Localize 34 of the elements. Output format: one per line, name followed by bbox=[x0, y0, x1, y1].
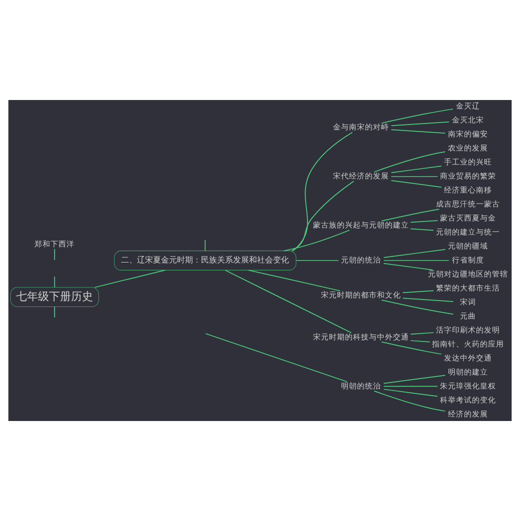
connector bbox=[224, 269, 352, 333]
connector bbox=[410, 340, 430, 342]
connector bbox=[54, 306, 56, 318]
connector bbox=[284, 229, 350, 251]
connector bbox=[383, 248, 446, 258]
connector bbox=[94, 269, 166, 288]
connector bbox=[381, 299, 454, 314]
connector bbox=[374, 390, 446, 412]
connector bbox=[402, 290, 434, 293]
connector bbox=[410, 228, 434, 230]
node-box: 七年级下册历史 bbox=[10, 286, 99, 306]
connector bbox=[410, 220, 438, 222]
connector bbox=[54, 248, 56, 260]
connector bbox=[54, 276, 56, 288]
connector bbox=[390, 180, 442, 188]
connector bbox=[381, 108, 454, 124]
connector bbox=[381, 341, 442, 354]
connector bbox=[390, 176, 438, 177]
connector bbox=[410, 332, 434, 334]
connector bbox=[383, 388, 438, 396]
connector bbox=[383, 262, 434, 270]
connector bbox=[383, 374, 446, 384]
connector bbox=[248, 269, 341, 291]
connector bbox=[402, 297, 454, 302]
connector bbox=[204, 239, 206, 251]
connector bbox=[292, 180, 354, 251]
connector bbox=[390, 128, 446, 134]
connector bbox=[383, 385, 438, 386]
connector bbox=[381, 208, 440, 221]
connector bbox=[205, 332, 348, 382]
connector bbox=[390, 165, 442, 173]
connector bbox=[390, 120, 450, 126]
connector bbox=[374, 150, 446, 172]
connector bbox=[292, 131, 353, 251]
